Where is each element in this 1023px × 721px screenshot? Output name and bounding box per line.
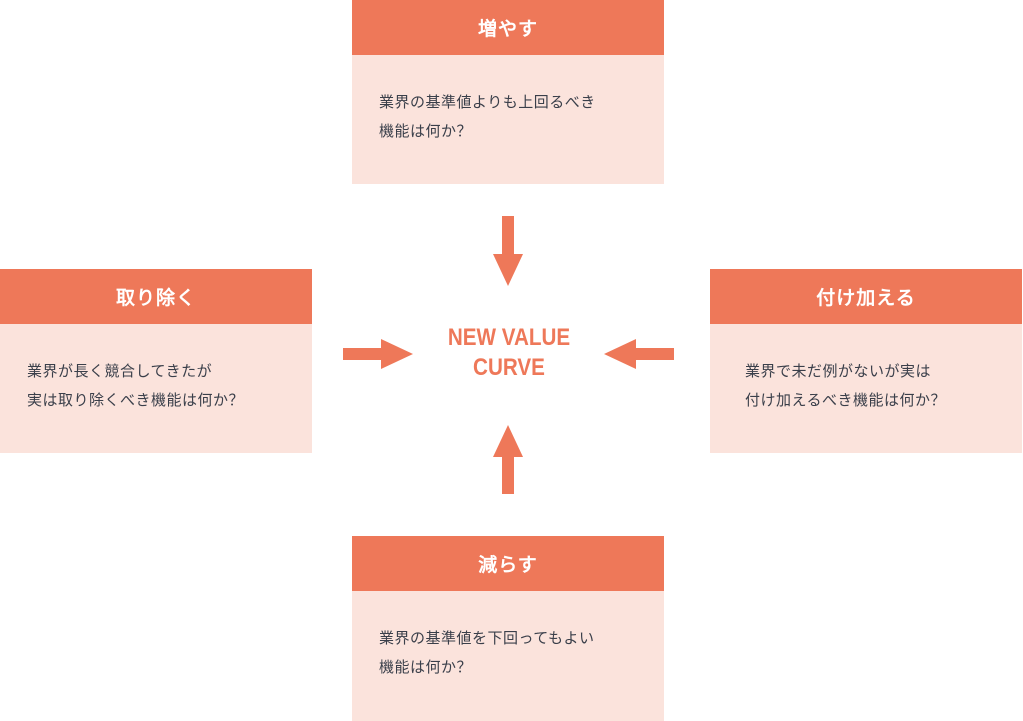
card-reduce-line2: 機能は何か？ [379, 658, 473, 676]
card-create-line1: 業界で未だ例がないが実は [745, 362, 932, 380]
center-label-line2: CURVE [473, 354, 545, 381]
card-create-title: 付け加える [710, 269, 1022, 324]
card-eliminate-body: 業界が長く競合してきたが 実は取り除くべき機能は何か？ [0, 324, 312, 415]
arrow-right-icon [343, 339, 413, 369]
card-increase-line1: 業界の基準値よりも上回るべき [379, 93, 596, 111]
arrow-down-icon [493, 216, 523, 286]
card-eliminate-line2: 実は取り除くべき機能は何か？ [27, 391, 245, 409]
card-eliminate: 取り除く 業界が長く競合してきたが 実は取り除くべき機能は何か？ [0, 269, 312, 453]
arrow-left-icon [604, 339, 674, 369]
card-reduce-body: 業界の基準値を下回ってもよい 機能は何か？ [352, 591, 664, 682]
center-label-line1: NEW VALUE [447, 324, 571, 351]
card-create-line2: 付け加えるべき機能は何か？ [745, 391, 947, 409]
center-label: NEW VALUE CURVE [423, 323, 595, 383]
card-eliminate-title: 取り除く [0, 269, 312, 324]
card-increase-line2: 機能は何か？ [379, 122, 473, 140]
card-increase: 増やす 業界の基準値よりも上回るべき 機能は何か？ [352, 0, 664, 184]
card-create: 付け加える 業界で未だ例がないが実は 付け加えるべき機能は何か？ [710, 269, 1022, 453]
card-create-body: 業界で未だ例がないが実は 付け加えるべき機能は何か？ [710, 324, 1022, 415]
arrow-up-icon [493, 425, 523, 494]
card-eliminate-line1: 業界が長く競合してきたが [27, 362, 213, 380]
card-reduce-line1: 業界の基準値を下回ってもよい [379, 629, 595, 647]
card-reduce: 減らす 業界の基準値を下回ってもよい 機能は何か？ [352, 536, 664, 721]
card-increase-body: 業界の基準値よりも上回るべき 機能は何か？ [352, 55, 664, 146]
card-increase-title: 増やす [352, 0, 664, 55]
card-reduce-title: 減らす [352, 536, 664, 591]
